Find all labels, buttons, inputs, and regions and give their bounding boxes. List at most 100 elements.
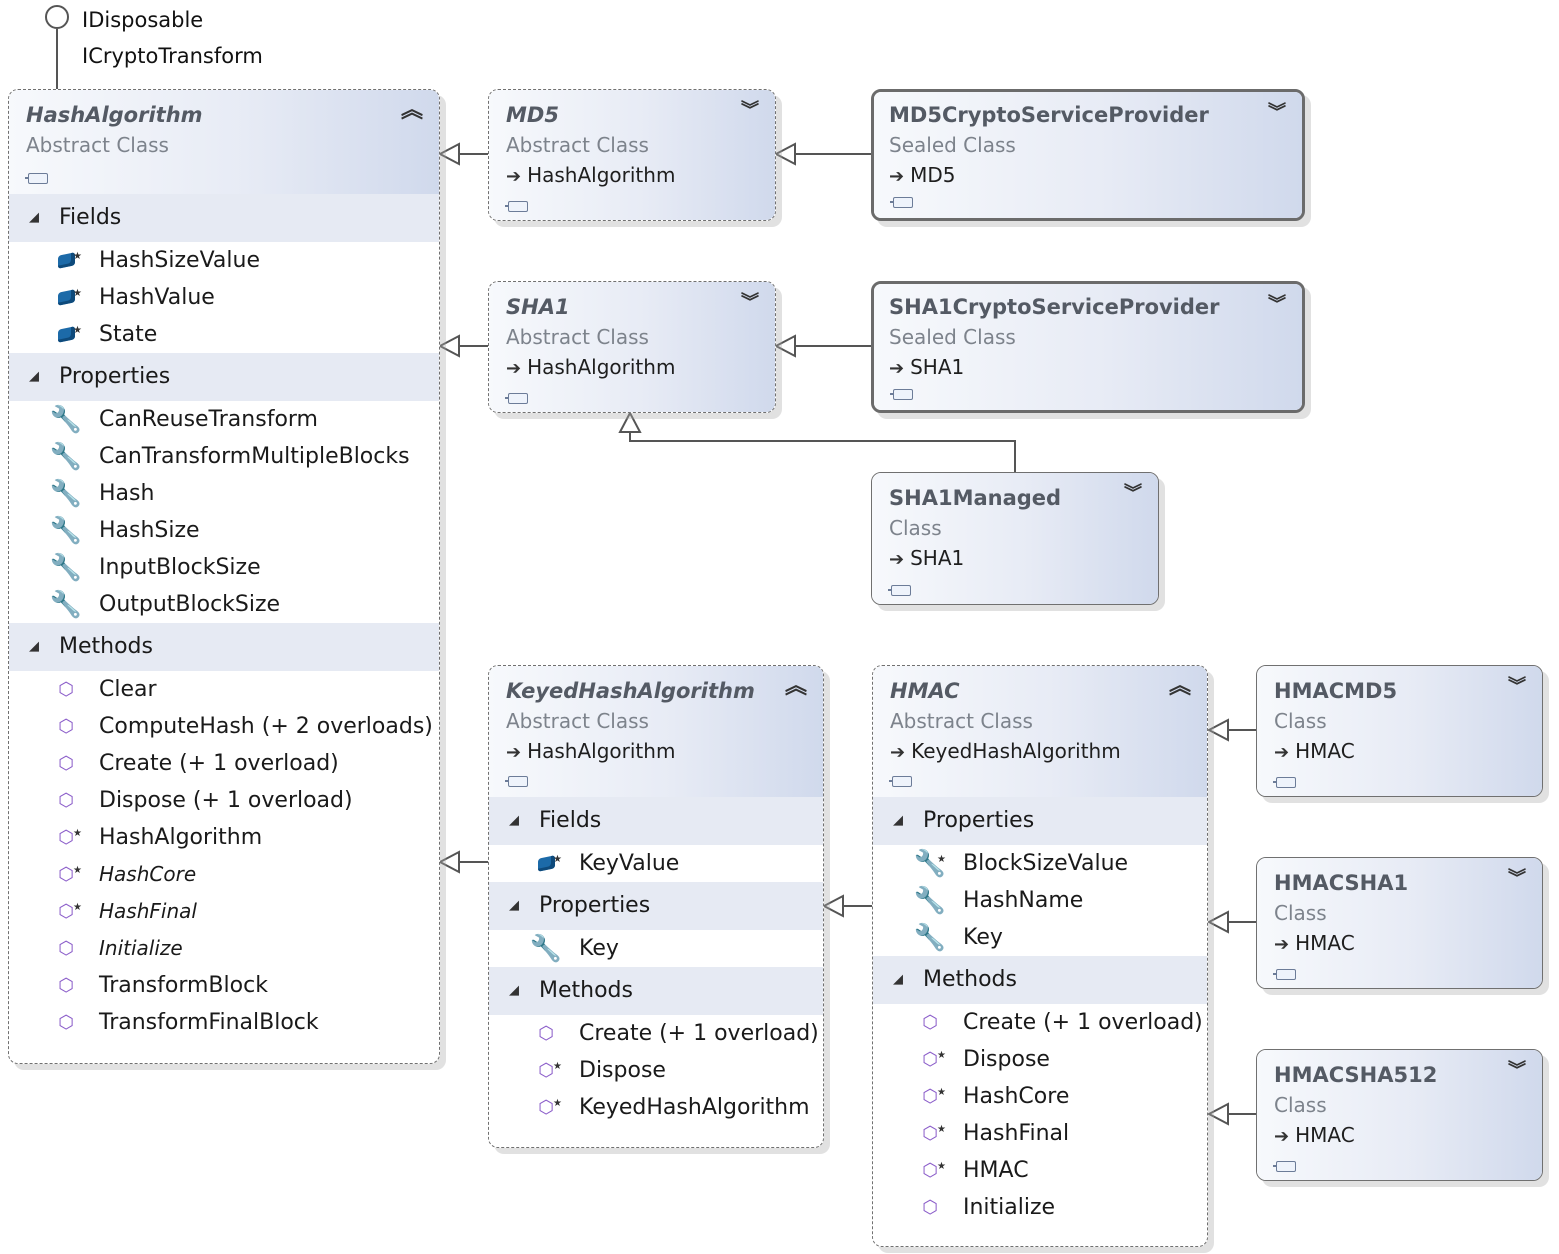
collapse-triangle-icon[interactable]: ◢	[29, 639, 39, 654]
method-item[interactable]: ⬡★Dispose	[873, 1041, 1207, 1078]
section-properties[interactable]: ◢Properties	[9, 353, 439, 401]
collapse-toggle-icon[interactable]: ︽	[784, 674, 807, 699]
inherits-arrow-icon: ➔	[889, 549, 905, 570]
sha1cryptoserviceprovider-class-box[interactable]: SHA1CryptoServiceProvider Sealed Class ➔…	[871, 281, 1305, 413]
field-item[interactable]: ★State	[9, 316, 439, 353]
details-toggle-icon[interactable]	[888, 585, 911, 596]
collapse-triangle-icon[interactable]: ◢	[893, 972, 903, 987]
class-title: MD5CryptoServiceProvider	[889, 103, 1209, 127]
field-item[interactable]: ★HashValue	[9, 279, 439, 316]
property-item[interactable]: 🔧★BlockSizeValue	[873, 845, 1207, 882]
expand-toggle-icon[interactable]: ︾	[1268, 294, 1286, 315]
method-name: HashAlgorithm	[99, 825, 263, 850]
method-item[interactable]: ⬡★HashAlgorithm	[9, 819, 439, 856]
section-properties[interactable]: ◢Properties	[873, 797, 1207, 845]
method-cube-icon: ⬡	[58, 974, 74, 996]
collapse-triangle-icon[interactable]: ◢	[29, 369, 39, 384]
expand-toggle-icon[interactable]: ︾	[1508, 1060, 1526, 1081]
property-name: InputBlockSize	[99, 555, 261, 580]
collapse-triangle-icon[interactable]: ◢	[509, 813, 519, 828]
inherits-arrow-icon: ➔	[889, 166, 905, 187]
section-methods[interactable]: ◢Methods	[9, 623, 439, 671]
collapse-toggle-icon[interactable]: ︽	[1168, 674, 1191, 699]
collapse-triangle-icon[interactable]: ◢	[509, 983, 519, 998]
section-methods[interactable]: ◢Methods	[489, 967, 823, 1015]
method-item[interactable]: ⬡★HashFinal	[9, 893, 439, 930]
property-name: BlockSizeValue	[963, 851, 1129, 876]
protected-method-icon: ⬡★	[922, 1159, 946, 1181]
details-toggle-icon[interactable]	[505, 393, 528, 404]
method-item[interactable]: ⬡★HashFinal	[873, 1115, 1207, 1152]
md5cryptoserviceprovider-class-box[interactable]: MD5CryptoServiceProvider Sealed Class ➔M…	[871, 89, 1305, 221]
method-item[interactable]: ⬡Initialize	[873, 1189, 1207, 1226]
sha1-class-box[interactable]: SHA1 Abstract Class ➔HashAlgorithm ︾	[488, 281, 776, 413]
collapse-triangle-icon[interactable]: ◢	[29, 210, 39, 225]
method-item[interactable]: ⬡Dispose (+ 1 overload)	[9, 782, 439, 819]
collapse-triangle-icon[interactable]: ◢	[893, 813, 903, 828]
property-name: Hash	[99, 481, 155, 506]
collapse-triangle-icon[interactable]: ◢	[509, 898, 519, 913]
method-item[interactable]: ⬡TransformFinalBlock	[9, 1004, 439, 1041]
method-item[interactable]: ⬡ComputeHash (+ 2 overloads)	[9, 708, 439, 745]
details-toggle-icon[interactable]	[1273, 969, 1296, 980]
class-kind: Class	[1274, 901, 1327, 925]
expand-toggle-icon[interactable]: ︾	[1508, 868, 1526, 889]
details-toggle-icon[interactable]	[890, 197, 913, 208]
field-name: HashSizeValue	[99, 248, 261, 273]
section-methods[interactable]: ◢Methods	[873, 956, 1207, 1004]
property-item[interactable]: 🔧Key	[873, 919, 1207, 956]
sha1managed-class-box[interactable]: SHA1Managed Class ➔SHA1 ︾	[871, 472, 1159, 605]
method-item[interactable]: ⬡★Dispose	[489, 1052, 823, 1089]
hmacsha512-inheritance-arrow	[1206, 1102, 1229, 1126]
method-item[interactable]: ⬡Create (+ 1 overload)	[873, 1004, 1207, 1041]
expand-toggle-icon[interactable]: ︾	[1268, 102, 1286, 123]
hmac-class-box[interactable]: HMAC Abstract Class ➔KeyedHashAlgorithm …	[872, 665, 1208, 1247]
details-toggle-icon[interactable]	[889, 776, 912, 787]
class-kind: Abstract Class	[890, 709, 1033, 733]
method-item[interactable]: ⬡Clear	[9, 671, 439, 708]
section-fields[interactable]: ◢Fields	[9, 194, 439, 242]
property-item[interactable]: 🔧CanReuseTransform	[9, 401, 439, 438]
hmacmd5-class-box[interactable]: HMACMD5 Class ➔HMAC ︾	[1256, 665, 1543, 797]
method-item[interactable]: ⬡Create (+ 1 overload)	[489, 1015, 823, 1052]
section-fields[interactable]: ◢Fields	[489, 797, 823, 845]
method-item[interactable]: ⬡★KeyedHashAlgorithm	[489, 1089, 823, 1126]
property-item[interactable]: 🔧Hash	[9, 475, 439, 512]
method-name: HMAC	[963, 1158, 1029, 1183]
expand-toggle-icon[interactable]: ︾	[1124, 483, 1142, 504]
details-toggle-icon[interactable]	[505, 776, 528, 787]
property-item[interactable]: 🔧InputBlockSize	[9, 549, 439, 586]
property-item[interactable]: 🔧CanTransformMultipleBlocks	[9, 438, 439, 475]
md5-class-box[interactable]: MD5 Abstract Class ➔HashAlgorithm ︾	[488, 89, 776, 221]
details-toggle-icon[interactable]	[1273, 1161, 1296, 1172]
method-item[interactable]: ⬡★HashCore	[873, 1078, 1207, 1115]
method-item[interactable]: ⬡★HashCore	[9, 856, 439, 893]
expand-toggle-icon[interactable]: ︾	[741, 292, 759, 313]
details-toggle-icon[interactable]	[25, 173, 48, 184]
expand-toggle-icon[interactable]: ︾	[741, 100, 759, 121]
field-item[interactable]: ★HashSizeValue	[9, 242, 439, 279]
section-properties[interactable]: ◢Properties	[489, 882, 823, 930]
method-item[interactable]: ⬡Initialize	[9, 930, 439, 967]
method-item[interactable]: ⬡TransformBlock	[9, 967, 439, 1004]
method-item[interactable]: ⬡Create (+ 1 overload)	[9, 745, 439, 782]
collapse-toggle-icon[interactable]: ︽	[400, 98, 423, 123]
wrench-icon: 🔧	[49, 589, 83, 620]
details-toggle-icon[interactable]	[1273, 777, 1296, 788]
details-toggle-icon[interactable]	[505, 201, 528, 212]
field-item[interactable]: ★KeyValue	[489, 845, 823, 882]
sha1managed-to-sha1-connector	[629, 432, 1016, 472]
hashalgorithm-class-box[interactable]: HashAlgorithm Abstract Class ︽ ◢Fields ★…	[8, 89, 440, 1064]
property-item[interactable]: 🔧OutputBlockSize	[9, 586, 439, 623]
method-item[interactable]: ⬡★ HMAC	[873, 1152, 1207, 1189]
inherits-arrow-icon: ➔	[1274, 742, 1290, 763]
details-toggle-icon[interactable]	[890, 389, 913, 400]
expand-toggle-icon[interactable]: ︾	[1508, 676, 1526, 697]
hmacsha1-class-box[interactable]: HMACSHA1 Class ➔HMAC ︾	[1256, 857, 1543, 989]
keyedhashalgorithm-class-box[interactable]: KeyedHashAlgorithm Abstract Class ➔HashA…	[488, 665, 824, 1148]
property-item[interactable]: 🔧Key	[489, 930, 823, 967]
hmacsha512-class-box[interactable]: HMACSHA512 Class ➔HMAC ︾	[1256, 1049, 1543, 1181]
property-item[interactable]: 🔧HashSize	[9, 512, 439, 549]
property-item[interactable]: 🔧HashName	[873, 882, 1207, 919]
class-title: HMAC	[890, 679, 960, 703]
